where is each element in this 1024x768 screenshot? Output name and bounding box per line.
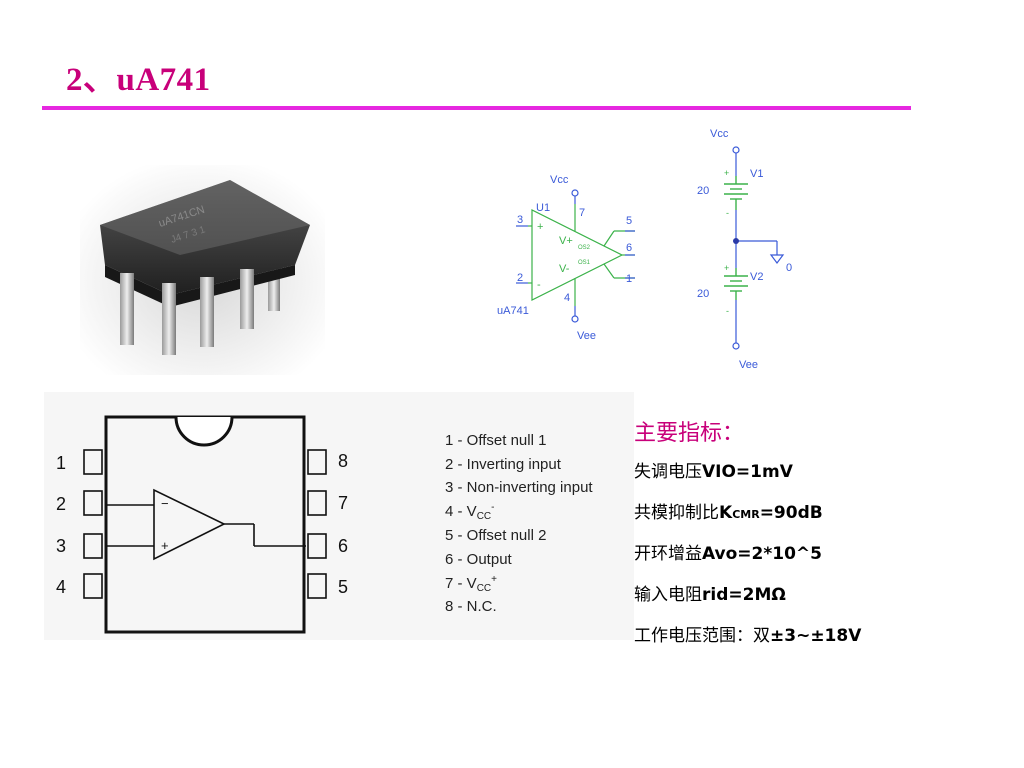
opamp-pin5: 5 xyxy=(626,215,632,227)
supply-v2-plus: + xyxy=(724,263,729,273)
opamp-pin2: 2 xyxy=(517,272,523,284)
pinout-right-pin-7: 7 xyxy=(338,493,348,513)
opamp-triangle xyxy=(531,209,624,301)
pinout-right-pin-5: 5 xyxy=(338,577,348,597)
opamp-vplus-label: V+ xyxy=(559,235,573,247)
slide-title: 2、uA741 xyxy=(66,62,211,98)
supply-v1-plus: + xyxy=(724,168,729,178)
supply-vcc-label: Vcc xyxy=(710,128,729,140)
supply-ground-label: 0 xyxy=(786,262,792,274)
opamp-pin6: 6 xyxy=(626,242,632,254)
opamp-minus-sign: - xyxy=(537,279,541,291)
pinout-right-pin-6: 6 xyxy=(338,536,348,556)
opamp-part-label: uA741 xyxy=(497,305,529,317)
opamp-pin4: 4 xyxy=(564,292,570,304)
opamp-pin7: 7 xyxy=(579,207,585,219)
pinout-plus-sign: + xyxy=(161,538,169,553)
supply-v2-minus: - xyxy=(726,306,729,316)
pinout-left-pin-2: 2 xyxy=(56,494,66,514)
supply-vee-label: Vee xyxy=(739,359,758,371)
supply-v1-value: 20 xyxy=(697,185,709,197)
spec-cmrr: 共模抑制比KCMR=90dB xyxy=(634,503,823,523)
spec-open-loop-gain: 开环增益Avo=2*10^5 xyxy=(634,544,823,564)
pinout-left-pin-3: 3 xyxy=(56,536,66,556)
supply-v2-name: V2 xyxy=(750,271,763,283)
spec-header: 主要指标： xyxy=(634,421,745,446)
opamp-pin3: 3 xyxy=(517,214,523,226)
dip8-chip-photo: uA741CN J4 7 3 1 xyxy=(80,165,325,375)
pinout-legend-5: 5 - Offset null 2 xyxy=(445,527,546,544)
pinout-legend-1: 1 - Offset null 1 xyxy=(445,432,546,449)
pinout-legend-6: 6 - Output xyxy=(445,551,513,568)
opamp-vminus-label: V- xyxy=(559,263,570,275)
opamp-pin1: 1 xyxy=(626,273,632,285)
supply-v1-name: V1 xyxy=(750,168,763,180)
pinout-legend-7: 7 - VCC+ xyxy=(445,574,497,594)
pinout-minus-sign: − xyxy=(161,496,169,511)
uA741-pinout-diagram: − + 1 2 3 4 8 7 6 5 1 - Offset null 1 2 … xyxy=(44,392,634,640)
supply-v1-minus: - xyxy=(726,208,729,218)
uA741-schematic: Vcc U1 3 2 7 4 5 6 1 uA741 Vee + - V+ V-… xyxy=(497,128,792,371)
opamp-plus-sign: + xyxy=(537,221,543,233)
opamp-vcc-label: Vcc xyxy=(550,174,569,186)
spec-supply-range: 工作电压范围：双±3~±18V xyxy=(634,626,862,646)
pinout-left-pin-1: 1 xyxy=(56,453,66,473)
opamp-os2-label: OS2 xyxy=(578,245,591,251)
supply-v2-value: 20 xyxy=(697,288,709,300)
spec-offset-voltage: 失调电压VIO=1mV xyxy=(634,462,793,482)
opamp-os1-label: OS1 xyxy=(578,260,591,266)
title-divider xyxy=(42,106,911,110)
pinout-left-pin-4: 4 xyxy=(56,577,66,597)
pinout-legend-2: 2 - Inverting input xyxy=(445,456,562,473)
pinout-legend-4: 4 - VCC- xyxy=(445,502,494,522)
opamp-ref-label: U1 xyxy=(536,202,550,214)
spec-list: 主要指标： 失调电压VIO=1mV 共模抑制比KCMR=90dB 开环增益Avo… xyxy=(634,419,1014,666)
pinout-legend-8: 8 - N.C. xyxy=(445,598,497,615)
pinout-right-pin-8: 8 xyxy=(338,451,348,471)
spec-input-resistance: 输入电阻rid=2MΩ xyxy=(634,585,786,605)
pinout-legend-3: 3 - Non-inverting input xyxy=(445,479,593,496)
opamp-vee-label: Vee xyxy=(577,330,596,342)
